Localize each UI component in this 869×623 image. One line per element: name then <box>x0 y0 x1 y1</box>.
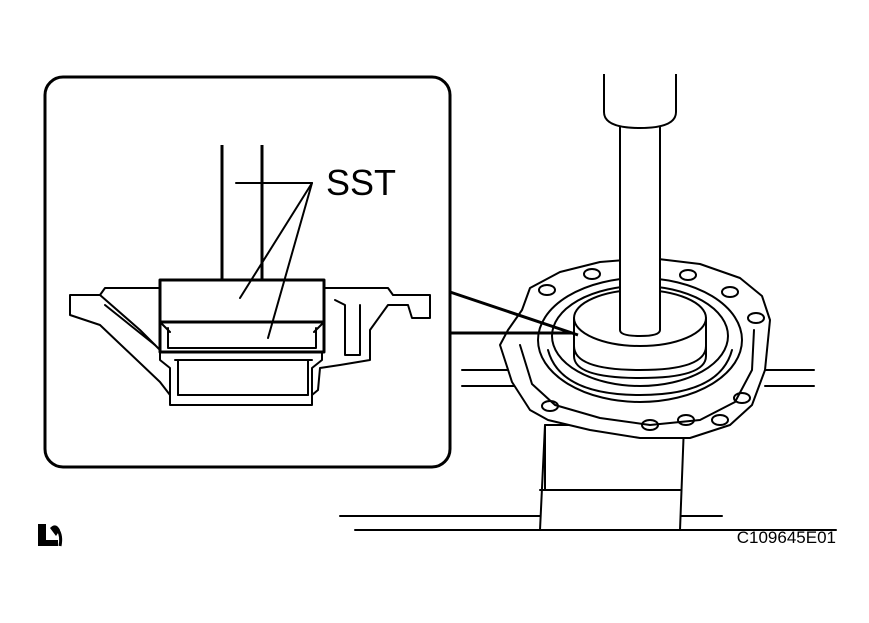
illustration-code: C109645E01 <box>737 528 836 547</box>
flange-bolt-holes <box>538 268 765 431</box>
sst-label: SST <box>326 162 396 203</box>
transfer-case-assembly <box>339 74 837 531</box>
detail-inset: SST <box>43 75 452 469</box>
callout-leader-upper <box>449 290 579 337</box>
sst-driver <box>573 74 707 379</box>
press-operation-icon <box>38 524 63 547</box>
